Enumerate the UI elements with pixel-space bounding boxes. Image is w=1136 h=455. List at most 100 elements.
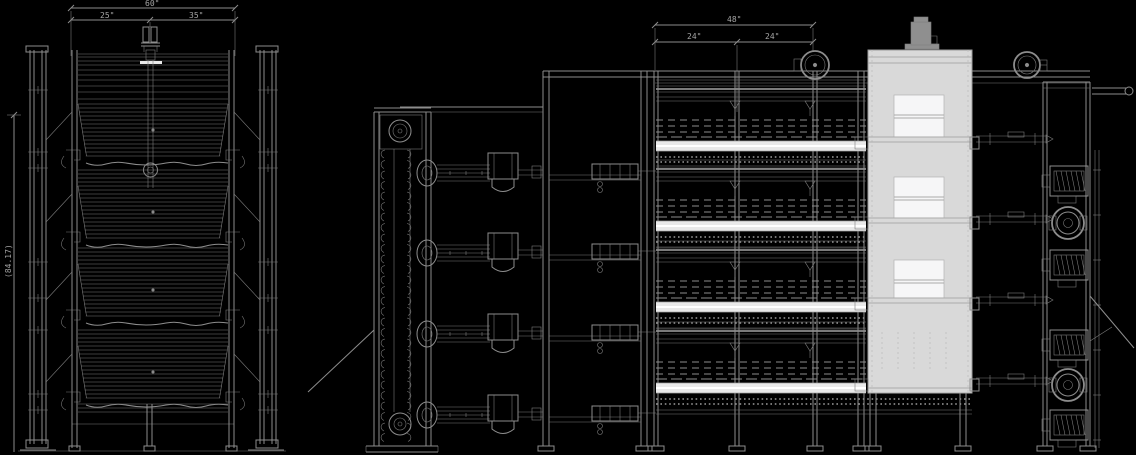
- drawing-line: [1053, 254, 1085, 276]
- feed-hopper: [487, 232, 519, 260]
- arm-hook: [1007, 292, 1025, 299]
- mesh-center-mark: [151, 288, 155, 292]
- gearbox-hatch: [1065, 334, 1071, 356]
- side-bracket: [66, 391, 81, 403]
- arm-hook: [1007, 373, 1025, 380]
- side-left-span-dim: 24": [687, 32, 701, 41]
- support-brace: [307, 329, 375, 393]
- side-bracket: [225, 309, 240, 321]
- side-bracket: [239, 237, 245, 251]
- diagonal-brace: [45, 271, 73, 301]
- drawing-line: [1053, 334, 1085, 356]
- drive-motor: [150, 26, 158, 43]
- side-bracket: [225, 391, 240, 403]
- tower-side-bracket: [854, 297, 869, 311]
- arm-hook: [1007, 131, 1025, 138]
- chain-link: [380, 370, 386, 379]
- right-end-frame: [1041, 81, 1135, 448]
- motor-ring: [1051, 206, 1085, 240]
- gearbox-body: [1049, 409, 1089, 441]
- gearbox-hatch: [1065, 254, 1071, 276]
- post-foot: [728, 445, 746, 452]
- feed-trough-end: [421, 245, 433, 261]
- motor-ring: [1051, 368, 1085, 402]
- gearbox-hatch: [1055, 170, 1061, 192]
- chain-link: [380, 401, 386, 411]
- chain-link: [406, 233, 412, 243]
- chain-link: [380, 212, 386, 222]
- tower-motor: [910, 21, 932, 46]
- gearbox-hatch: [1065, 414, 1071, 436]
- gearbox-latch: [1057, 195, 1077, 204]
- connector-box: [531, 245, 542, 259]
- post-foot: [635, 445, 653, 452]
- chain-link: [406, 338, 412, 348]
- drop-valve-symbol: [729, 100, 741, 110]
- drop-valve-symbol: [729, 180, 741, 190]
- chain-link: [406, 191, 412, 201]
- chain-link: [380, 380, 386, 390]
- tower-window: [893, 176, 945, 219]
- round-drive-motor: [1048, 368, 1088, 402]
- feed-assembly: [416, 394, 656, 435]
- dim-tick: [809, 21, 817, 29]
- drawing-line: [804, 54, 826, 76]
- tower-side-bracket: [969, 378, 980, 392]
- mesh-edge: [219, 103, 229, 157]
- mesh-edge: [219, 263, 229, 317]
- chain-link: [406, 349, 412, 358]
- drive-motor: [142, 26, 150, 43]
- roller: [597, 348, 603, 354]
- manure-trough-wave: [85, 243, 229, 248]
- feed-hopper: [487, 313, 519, 341]
- chain-sprocket-top: [388, 119, 412, 143]
- chain-link: [380, 233, 386, 243]
- motor-ear: [1079, 215, 1088, 231]
- tower-side-bracket: [854, 216, 869, 230]
- post-foot: [647, 445, 665, 452]
- feed-trough-end: [416, 401, 438, 429]
- tower-side-bracket: [969, 297, 980, 311]
- chain-link: [380, 349, 386, 358]
- chain-link: [380, 422, 386, 432]
- chain-link: [380, 359, 386, 369]
- diagonal-brace: [45, 353, 73, 383]
- gearbox-body: [1049, 249, 1089, 281]
- tower-window: [893, 94, 945, 138]
- chain-link: [380, 244, 386, 253]
- front-elevation-view: [7, 4, 286, 452]
- chain-link: [406, 317, 412, 327]
- leg-foot: [225, 445, 238, 452]
- drive-bracket: [591, 243, 639, 260]
- gearbox-hatch: [1075, 254, 1081, 276]
- roller: [597, 342, 603, 348]
- gearbox-knob: [1041, 338, 1051, 352]
- drawing-line: [1017, 55, 1037, 75]
- drive-gearbox: [1041, 409, 1089, 448]
- side-bracket: [239, 155, 245, 169]
- chain-link: [406, 307, 412, 316]
- chain-sprocket-bottom: [388, 412, 412, 436]
- gearbox-hatch: [1065, 170, 1071, 192]
- arm-arrow: [1045, 376, 1054, 386]
- mesh-edge: [77, 185, 87, 239]
- pulley-axle: [812, 62, 818, 68]
- drawing-line: [1056, 211, 1080, 235]
- tower-motor-cap: [913, 16, 929, 23]
- gearbox-hatch: [1070, 334, 1076, 356]
- drawing-line: [393, 417, 407, 431]
- dim-tick: [67, 4, 75, 12]
- connector-box: [531, 407, 542, 421]
- front-right-width-dim: 35": [189, 11, 203, 20]
- drawing-line: [1053, 414, 1085, 436]
- feed-assembly: [416, 313, 656, 354]
- chain-link: [380, 433, 386, 442]
- elevator-chain-column: [307, 107, 439, 453]
- front-total-width-dim: 60": [145, 0, 159, 8]
- chain-link: [406, 212, 412, 222]
- post-cap: [255, 45, 279, 53]
- post-foot: [1079, 445, 1097, 452]
- chain-link: [380, 286, 386, 295]
- chain-link: [406, 380, 412, 390]
- gearbox-hatch: [1080, 170, 1086, 192]
